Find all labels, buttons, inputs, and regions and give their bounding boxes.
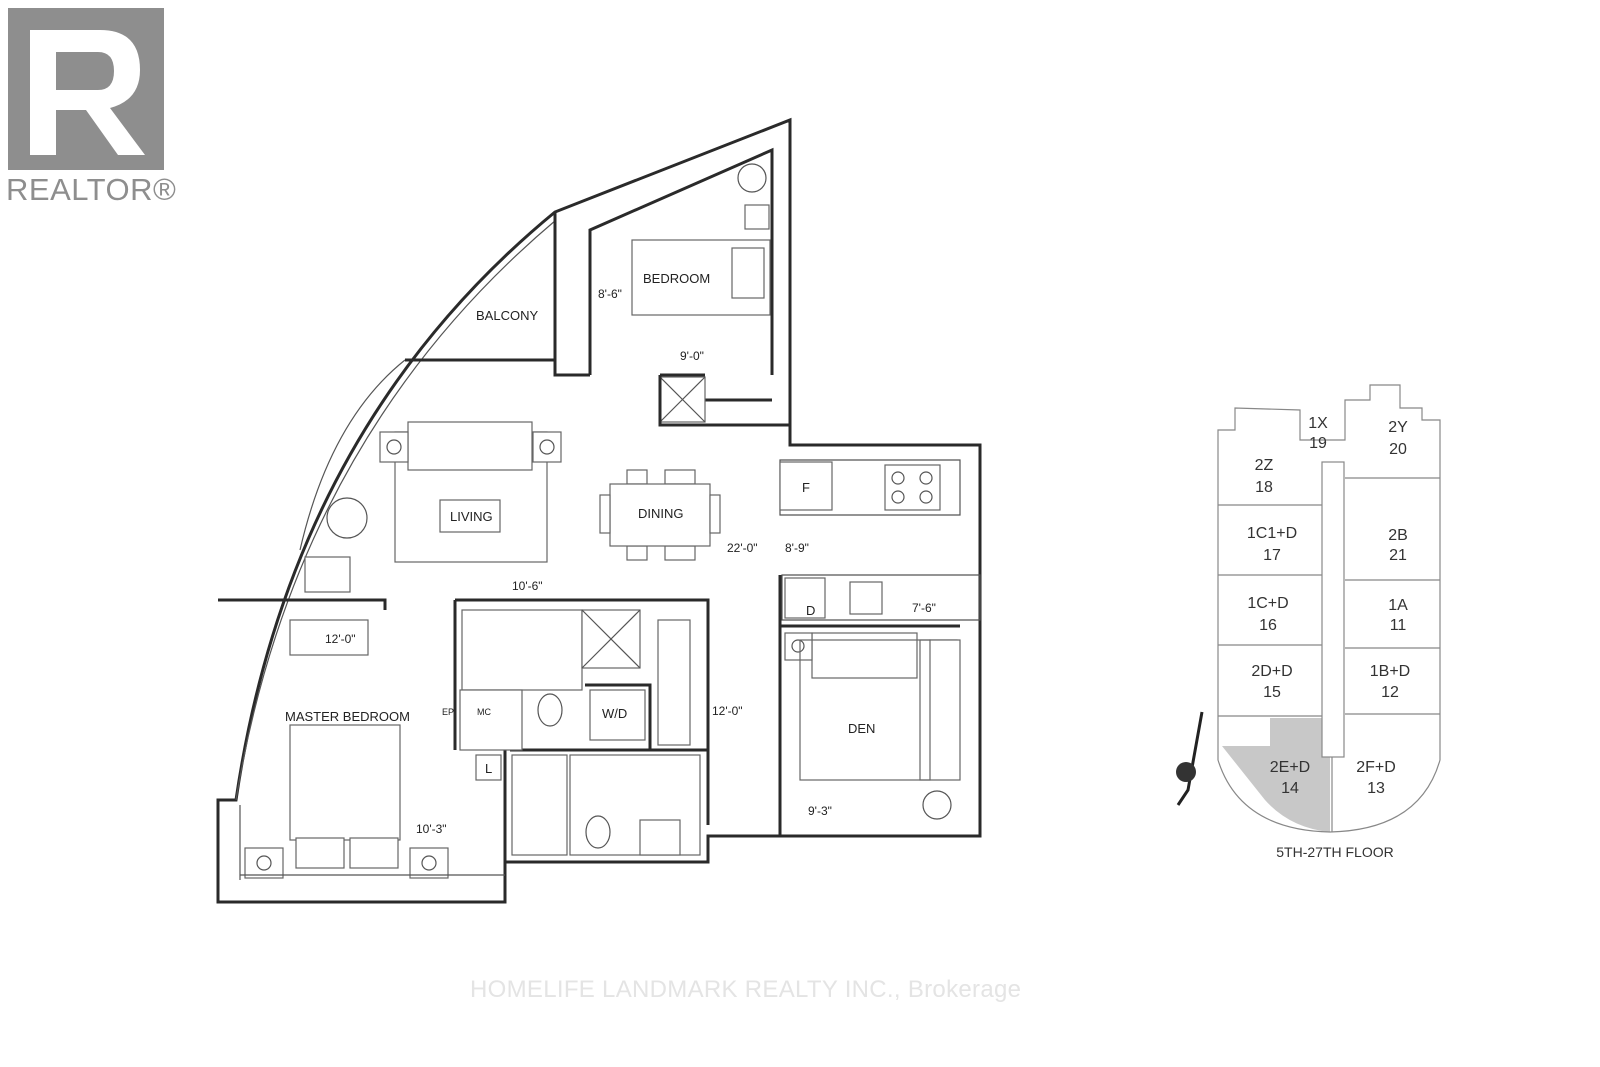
label-linen: L — [485, 761, 492, 776]
north-arrow-icon — [1176, 711, 1204, 806]
dim-den-width: 12'-0" — [712, 704, 743, 718]
stove — [884, 464, 941, 511]
key-plan-unit-label: 12 — [1381, 684, 1399, 701]
room-label-master-bedroom: MASTER BEDROOM — [285, 709, 410, 724]
key-plan-unit-label: 1C1+D — [1247, 525, 1297, 542]
sofa — [407, 421, 533, 471]
room-label-bedroom: BEDROOM — [643, 271, 710, 286]
dim-den-depth: 9'-3" — [808, 804, 832, 818]
room-label-den: DEN — [848, 721, 875, 736]
key-plan-unit-label: 18 — [1255, 479, 1273, 496]
washer-dryer — [589, 689, 646, 741]
dim-bedroom-depth: 9'-0" — [680, 349, 704, 363]
living-label-box — [439, 499, 501, 533]
room-label-dining: DINING — [638, 506, 684, 521]
compass-icon — [1176, 762, 1196, 782]
sink — [849, 581, 883, 615]
svg-text:1X: 1X — [1308, 415, 1328, 432]
key-plan-unit-label: 1B+D — [1370, 663, 1410, 680]
key-plan-unit-label: 2D+D — [1251, 663, 1292, 680]
label-wd: W/D — [602, 706, 627, 721]
plant-icon — [922, 790, 952, 820]
brokerage-watermark: HOMELIFE LANDMARK REALTY INC., Brokerage — [470, 976, 1022, 1003]
key-plan-unit-label: 13 — [1367, 780, 1385, 797]
key-plan-unit-label: 2E+D — [1270, 759, 1310, 776]
toilet — [585, 815, 611, 849]
dim-living-depth: 10'-6" — [512, 579, 543, 593]
window-line — [299, 359, 406, 551]
key-plan-unit-label: 20 — [1389, 441, 1407, 458]
key-plan-floor-label: 5TH-27TH FLOOR — [1276, 844, 1393, 860]
fridge — [779, 461, 833, 511]
label-dishwasher: D — [806, 603, 815, 618]
exterior-wall — [216, 117, 982, 904]
key-plan-unit-label: 2Y — [1388, 419, 1408, 436]
key-plan-unit-label: 21 — [1389, 547, 1407, 564]
key-plan-unit-label: 1A — [1388, 597, 1408, 614]
nightstand — [744, 204, 770, 230]
label-ep: EP — [442, 707, 454, 717]
dim-kitchen-depth: 7'-6" — [912, 601, 936, 615]
bathtub — [511, 754, 568, 856]
label-fridge: F — [802, 480, 810, 495]
key-plan-unit-label: 1X — [1308, 415, 1328, 432]
realtor-logo — [8, 8, 164, 170]
toilet — [537, 693, 563, 727]
vanity — [459, 689, 523, 751]
dim-kitchen: 8'-9" — [785, 541, 809, 555]
key-plan — [1176, 384, 1441, 833]
balcony-railing — [235, 219, 557, 801]
key-plan-unit-label: 14 — [1281, 780, 1299, 797]
highlighted-unit — [1222, 718, 1330, 832]
realtor-logo-text: REALTOR® — [6, 172, 177, 207]
room-label-living: LIVING — [450, 509, 493, 524]
desk — [919, 639, 961, 781]
key-plan-unit-label: 1C+D — [1247, 595, 1288, 612]
label-mc: MC — [477, 707, 491, 717]
key-plan-unit-label: 2Z — [1255, 457, 1274, 474]
chair — [326, 497, 368, 539]
key-plan-unit-label: 2F+D — [1356, 759, 1396, 776]
master-bed — [289, 724, 401, 841]
key-plan-unit-label: 15 — [1263, 684, 1281, 701]
room-label-balcony: BALCONY — [476, 308, 538, 323]
key-plan-unit-label: 17 — [1263, 547, 1281, 564]
key-plan-unit-label: 2B — [1388, 527, 1408, 544]
tile-floor — [461, 609, 583, 691]
plant-icon — [737, 163, 767, 193]
dim-bedroom-width: 8'-6" — [598, 287, 622, 301]
key-plan-unit-label: 11 — [1390, 617, 1407, 634]
linen — [475, 754, 502, 781]
dim-master-width: 12'-0" — [325, 632, 356, 646]
key-plan-unit-label: 16 — [1259, 617, 1277, 634]
key-plan-unit-label: 19 — [1309, 435, 1327, 452]
den-rug — [799, 639, 931, 781]
dim-living-dining: 22'-0" — [727, 541, 758, 555]
dishwasher — [784, 577, 826, 619]
dim-master-depth: 10'-3" — [416, 822, 447, 836]
